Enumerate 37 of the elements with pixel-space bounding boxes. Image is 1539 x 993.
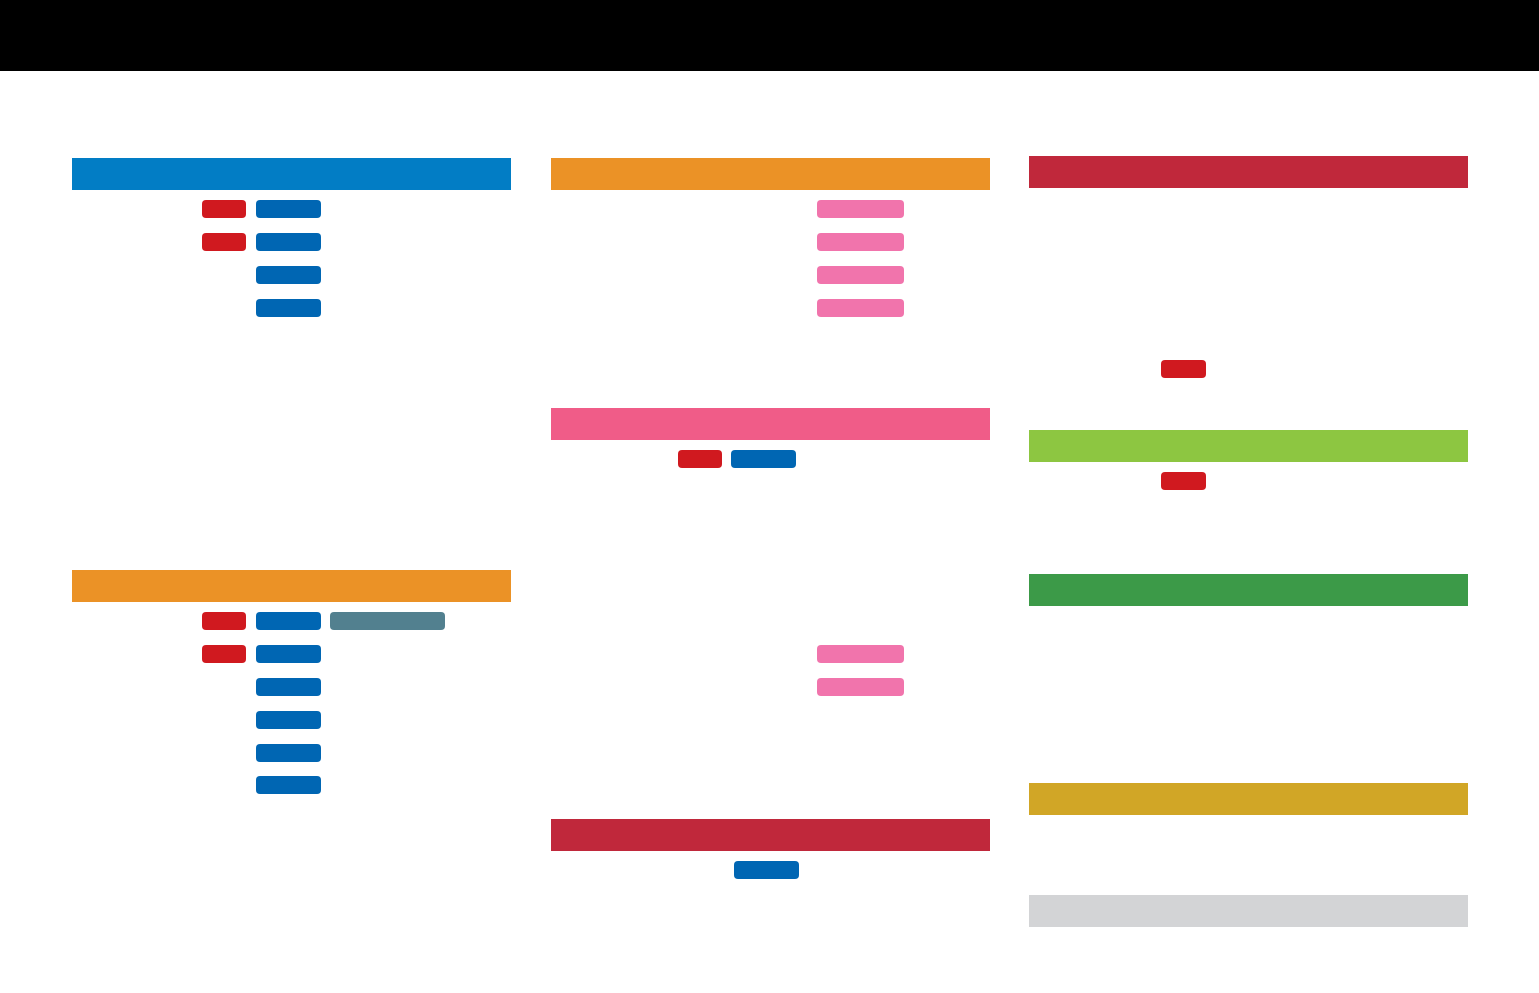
header-bar [551,408,990,440]
color-tag [256,233,321,251]
color-tag [817,233,904,251]
color-tag [817,645,904,663]
color-tag [202,612,246,630]
color-tag [256,744,321,762]
header-bar [72,158,511,190]
color-tag [678,450,722,468]
color-tag [330,612,445,630]
color-tag [256,776,321,794]
color-tag [817,299,904,317]
header-bar [1029,574,1468,606]
color-tag [256,711,321,729]
color-tag [256,200,321,218]
color-tag [817,266,904,284]
color-tag [256,645,321,663]
color-tag [256,299,321,317]
color-tag [202,645,246,663]
banner-bar [0,0,1539,71]
header-bar [1029,895,1468,927]
color-tag [202,200,246,218]
header-bar [551,819,990,851]
color-tag [256,612,321,630]
header-bar [551,158,990,190]
header-bar [1029,156,1468,188]
color-tag [256,678,321,696]
color-tag [1161,360,1206,378]
color-tag [817,678,904,696]
header-bar [72,570,511,602]
color-tag [1161,472,1206,490]
header-bar [1029,430,1468,462]
color-tag [817,200,904,218]
color-tag [202,233,246,251]
color-tag [734,861,799,879]
header-bar [1029,783,1468,815]
color-tag [256,266,321,284]
color-tag [731,450,796,468]
